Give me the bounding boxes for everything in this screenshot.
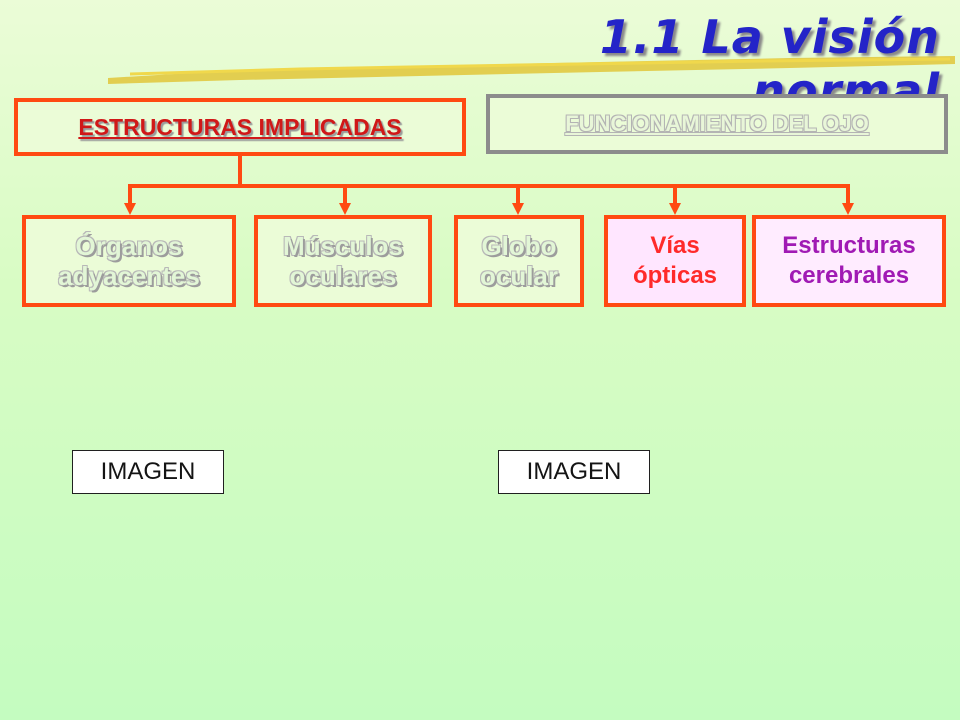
image-placeholder-right: IMAGEN [498,450,650,494]
structure-globo-ocular[interactable]: Globo ocular [454,215,584,307]
image-placeholder-label: IMAGEN [100,458,196,485]
structures-involved-box[interactable]: ESTRUCTURAS IMPLICADAS [14,98,466,156]
eye-function-label: FUNCIONAMIENTO DEL OJO [565,111,869,136]
structure-organos-adyacentes[interactable]: Órganos adyacentes [22,215,236,307]
structure-line2: oculares [289,261,397,291]
structure-line2: ópticas [632,262,718,289]
structures-involved-label: ESTRUCTURAS IMPLICADAS [78,113,402,140]
structure-line2: cerebrales [788,262,910,289]
structure-estructuras-cerebrales[interactable]: Estructuras cerebrales [752,215,946,307]
structure-line1: Vías [650,232,700,259]
structure-musculos-oculares[interactable]: Músculos oculares [254,215,432,307]
structure-line1: Músculos [283,231,403,261]
structure-line1: Globo [481,231,557,261]
structure-vias-opticas[interactable]: Vías ópticas [604,215,746,307]
structure-line2: ocular [479,261,559,291]
image-placeholder-label: IMAGEN [526,458,622,485]
structure-line1: Órganos [75,231,183,261]
image-placeholder-left: IMAGEN [72,450,224,494]
structure-line1: Estructuras [782,232,916,259]
eye-function-box[interactable]: FUNCIONAMIENTO DEL OJO [486,94,948,154]
page-title: 1.1 La visión normal [599,10,940,118]
structure-line2: adyacentes [58,261,200,291]
